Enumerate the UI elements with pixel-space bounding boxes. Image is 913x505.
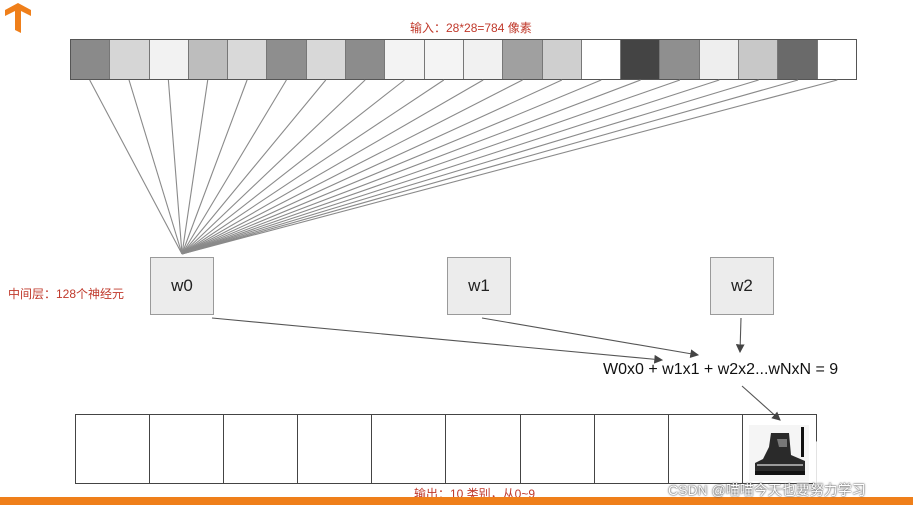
input-pixel — [188, 40, 229, 79]
w0-to-formula-arrow — [211, 317, 664, 364]
input-pixel — [267, 40, 307, 79]
pixel-to-neuron-line — [181, 79, 366, 255]
pixel-to-neuron-line — [128, 79, 183, 255]
input-pixel — [699, 40, 740, 79]
input-pixel — [463, 40, 504, 79]
output-class-cell — [76, 415, 151, 483]
output-class-cell — [521, 415, 595, 483]
output-class-cell — [224, 415, 299, 483]
pixel-to-neuron-line — [181, 79, 681, 255]
output-class-cell — [298, 415, 373, 483]
neuron-w0: w0 — [150, 257, 214, 315]
weighted-sum-formula: W0x0 + w1x1 + w2x2...wNxN = 9 — [603, 361, 839, 378]
bilibili-play-icon — [813, 427, 879, 492]
input-pixel — [71, 40, 111, 79]
pixel-to-neuron-line — [89, 79, 183, 255]
output-class-cell — [446, 415, 521, 483]
bottom-accent-bar — [0, 497, 913, 505]
input-pixel — [621, 40, 661, 79]
output-class-cell — [150, 415, 225, 483]
pixel-to-neuron-line — [181, 79, 523, 255]
neuron-w2: w2 — [710, 257, 774, 315]
pixel-to-neuron-line — [181, 79, 720, 255]
input-pixel — [228, 40, 268, 79]
pixel-to-neuron-line — [181, 79, 799, 255]
pixel-to-neuron-line — [181, 79, 248, 255]
pixel-to-neuron-line — [167, 79, 183, 255]
input-pixel — [739, 40, 779, 79]
pixel-to-neuron-line — [181, 79, 641, 255]
input-pixel — [542, 40, 582, 79]
input-pixel — [385, 40, 425, 79]
pixel-to-neuron-line — [181, 79, 327, 255]
input-pixel — [306, 40, 347, 79]
w1-to-formula-arrow — [481, 317, 700, 359]
pixel-to-neuron-line — [181, 79, 484, 255]
pixel-to-neuron-line — [181, 79, 209, 255]
pixel-to-neuron-line — [181, 79, 602, 255]
pixel-to-neuron-line — [181, 79, 838, 255]
output-class-cell — [372, 415, 447, 483]
pixel-to-neuron-line — [181, 79, 445, 255]
input-pixel — [149, 40, 189, 79]
input-pixel — [424, 40, 464, 79]
input-pixel — [503, 40, 543, 79]
input-title: 输入：28*28=784 像素 — [410, 21, 532, 35]
input-pixel — [817, 40, 856, 79]
tensorflow-logo-icon — [5, 3, 31, 33]
pixel-to-neuron-line — [181, 79, 759, 255]
input-pixel — [660, 40, 700, 79]
output-class-row — [75, 414, 817, 484]
w2-to-formula-arrow — [735, 317, 745, 354]
pixel-to-neuron-line — [181, 79, 405, 255]
ankle-boot-image-icon — [748, 425, 809, 481]
pixel-to-neuron-line — [181, 79, 287, 255]
input-pixel — [778, 40, 818, 79]
neuron-w1: w1 — [447, 257, 511, 315]
pixel-to-neuron-line — [181, 79, 563, 255]
output-class-cell — [595, 415, 669, 483]
hidden-layer-label: 中间层：128个神经元 — [8, 287, 125, 301]
csdn-watermark: CSDN @喵喵今天也要努力学习 — [668, 482, 866, 498]
input-pixel — [346, 40, 386, 79]
input-pixel — [110, 40, 150, 79]
input-pixel — [581, 40, 622, 79]
input-pixel-strip — [70, 39, 857, 80]
output-class-cell — [743, 415, 816, 483]
output-class-cell — [669, 415, 743, 483]
